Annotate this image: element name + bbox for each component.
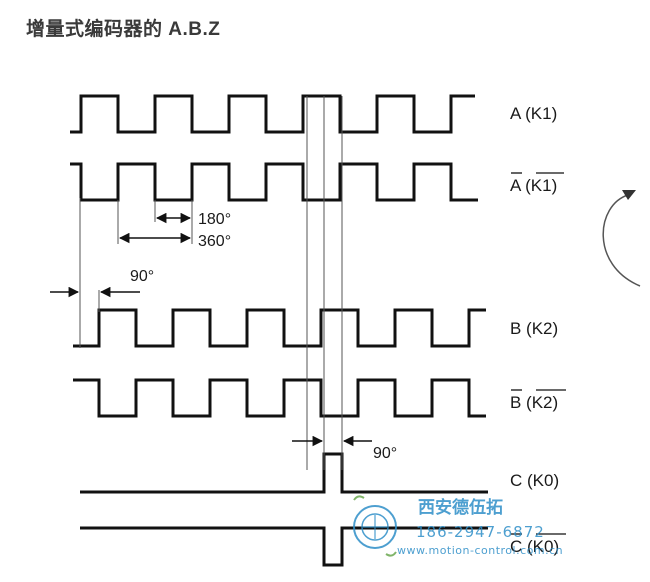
signal-label-a: A (K1) [510, 104, 557, 123]
signal-label-b: B (K2) [510, 319, 558, 338]
label-90-degrees-z: 90° [373, 445, 397, 462]
guide-lines [79, 96, 343, 470]
company-logo-icon [353, 495, 397, 557]
signal-label-b-not: B (K2) [510, 393, 558, 412]
waveform-c-not [80, 526, 488, 567]
dimension-arrows [50, 212, 372, 447]
waveform-a [70, 94, 475, 134]
waveform-b [73, 308, 486, 348]
watermark-phone: 186-2947-6872 [416, 523, 545, 541]
watermark-url: www.motion-control.com.cn [397, 544, 563, 557]
signal-label-c-not: C (K0) [510, 537, 559, 556]
label-90-degrees-ab: 90° [130, 268, 154, 285]
rotation-arrow-icon [602, 190, 641, 287]
page-title: 增量式编码器的 A.B.Z [26, 19, 221, 40]
waveform-c [80, 452, 488, 494]
watermark-company: 西安德伍拓 [418, 497, 503, 518]
signal-label-a-not: A (K1) [510, 176, 557, 195]
waveform-a-not [70, 162, 478, 202]
waveform-b-not [73, 378, 486, 418]
label-360-degrees: 360° [198, 233, 231, 250]
signal-label-c: C (K0) [510, 471, 559, 490]
label-180-degrees: 180° [198, 211, 231, 228]
